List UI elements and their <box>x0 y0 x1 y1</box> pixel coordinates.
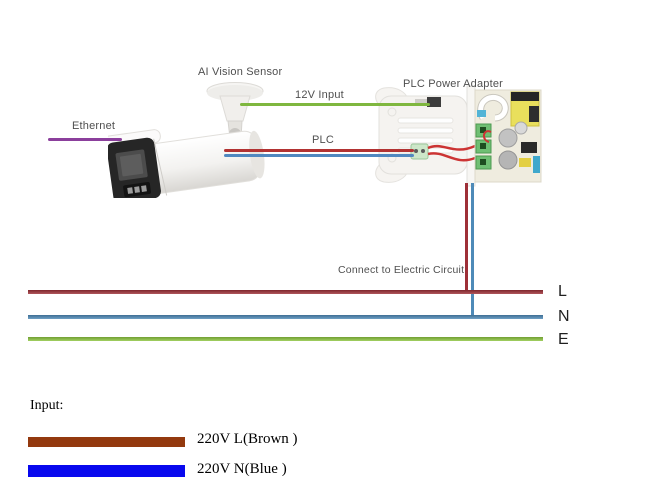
neutral-bus-line <box>28 315 543 319</box>
neutral-bus-label: N <box>558 308 570 325</box>
live-bus-label: L <box>558 283 567 300</box>
adapter-label: PLC Power Adapter <box>403 78 504 90</box>
legend-swatch-live <box>28 437 185 447</box>
plc-wire-red <box>224 149 414 152</box>
camera-label: AI Vision Sensor <box>198 66 283 78</box>
legend-label-neutral: 220V N(Blue ) <box>197 461 287 477</box>
earth-bus-label: E <box>558 331 569 348</box>
live-drop-wire <box>465 183 468 294</box>
12v-input-wire <box>240 103 430 106</box>
earth-bus-line <box>28 337 543 341</box>
connect-circuit-label: Connect to Electric Circuit <box>338 264 465 276</box>
ethernet-label: Ethernet <box>72 120 116 132</box>
security-camera-illustration <box>108 82 265 198</box>
legend-title: Input: <box>30 398 64 413</box>
ethernet-wire <box>48 138 122 141</box>
neutral-drop-wire <box>471 183 474 319</box>
plc-wire-blue <box>224 154 414 157</box>
power-adapter-illustration <box>375 85 542 187</box>
legend-swatch-neutral <box>28 465 185 477</box>
12v-input-label: 12V Input <box>295 89 344 101</box>
legend-label-live: 220V L(Brown ) <box>197 431 298 447</box>
live-bus-line <box>28 290 543 294</box>
plc-label: PLC <box>312 134 334 146</box>
